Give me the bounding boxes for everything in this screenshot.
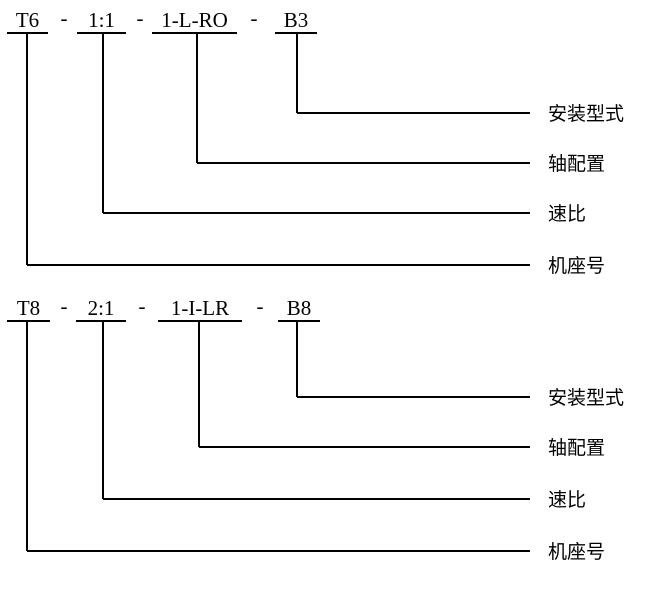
code-segment: T6 [16,8,39,32]
part-label: 轴配置 [548,437,605,459]
part-label: 安装型式 [548,387,624,409]
separator: - [251,6,258,30]
separator: - [61,294,68,318]
code-segment: T8 [17,296,40,320]
part-label: 轴配置 [548,153,605,175]
code-segment: 1-I-LR [171,296,229,320]
separator: - [61,6,68,30]
part-label: 速比 [548,489,586,511]
part-label: 机座号 [548,255,605,277]
code-segment: 1:1 [88,8,115,32]
code-segment: B3 [284,8,309,32]
code-segment: 2:1 [88,296,115,320]
separator: - [257,294,264,318]
separator: - [139,294,146,318]
part-label: 速比 [548,203,586,225]
code-segment: 1-L-RO [161,8,228,32]
separator: - [137,6,144,30]
part-label: 安装型式 [548,103,624,125]
code-segment: B8 [287,296,312,320]
part-label: 机座号 [548,541,605,563]
